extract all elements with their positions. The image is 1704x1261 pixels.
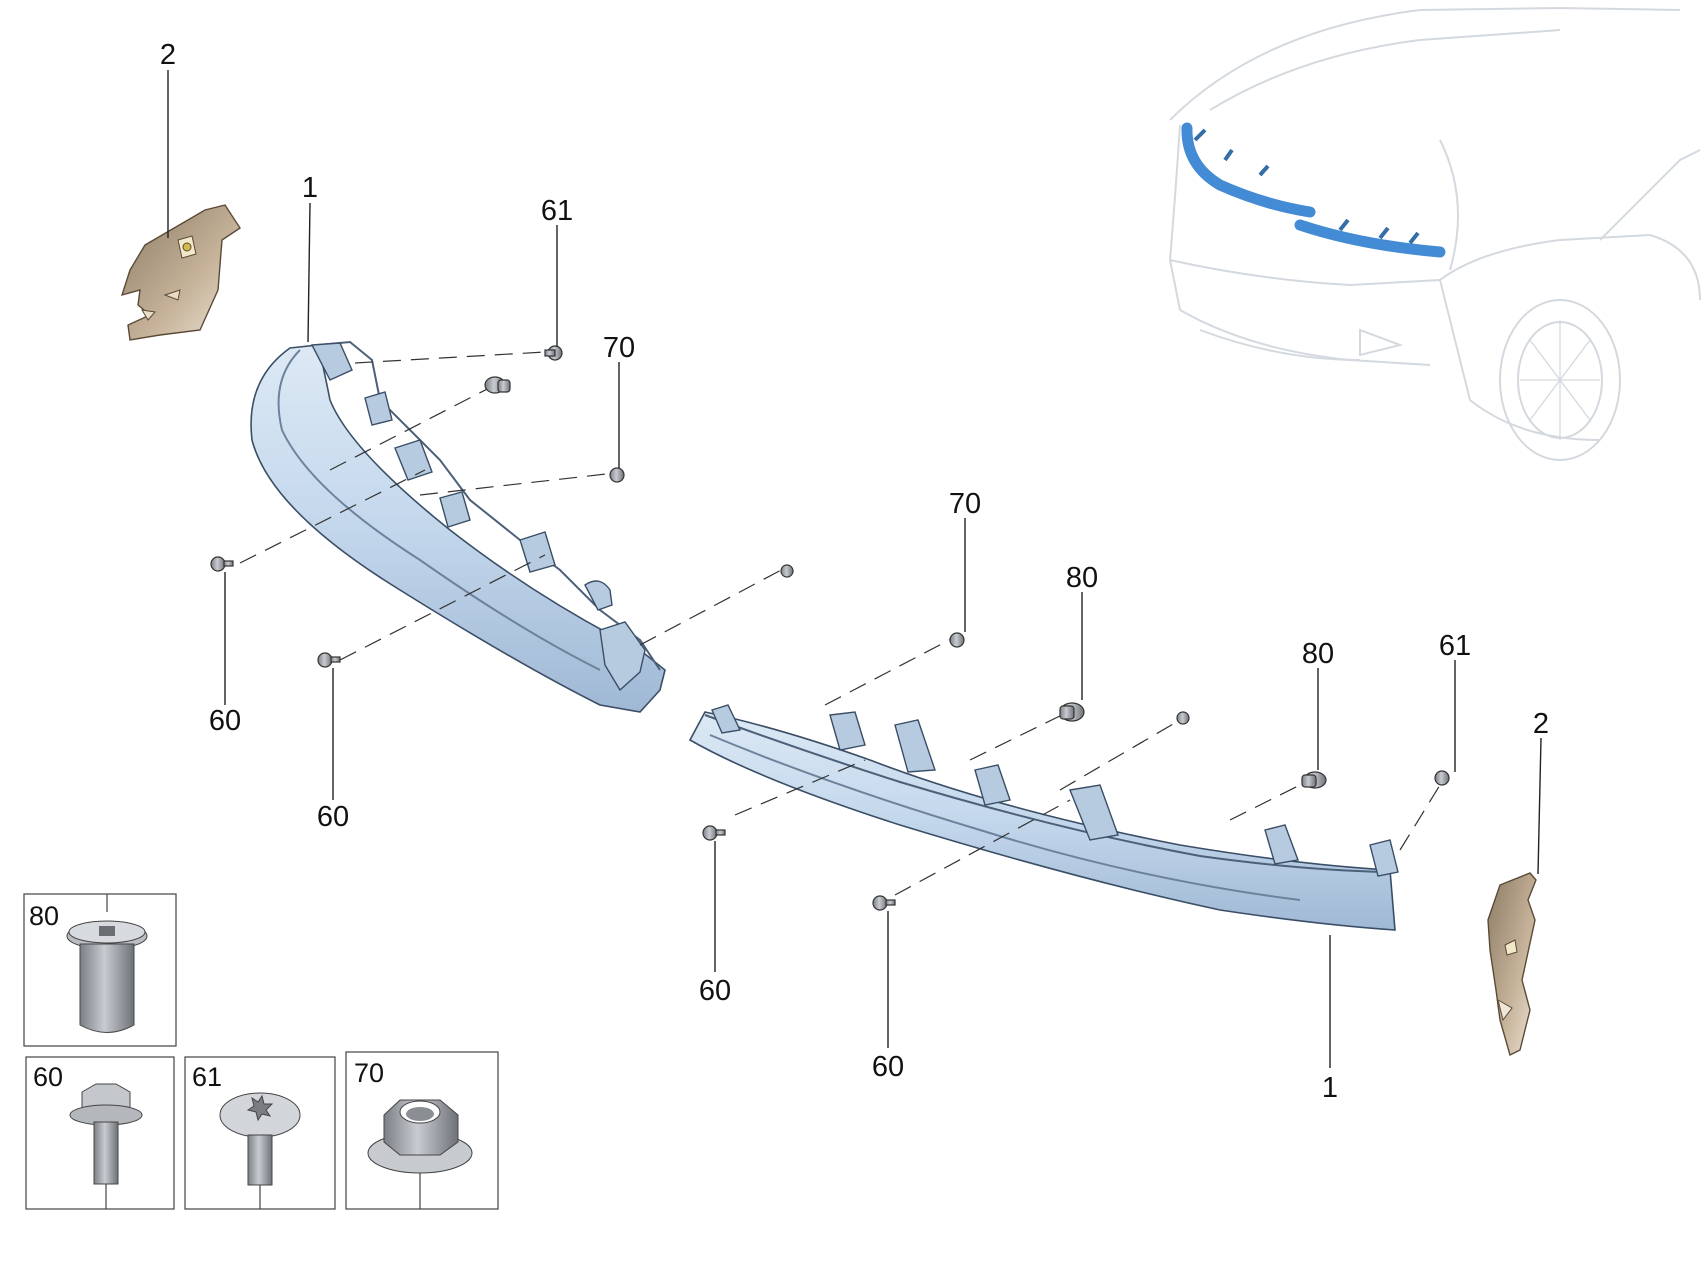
nut-80-left: [484, 376, 511, 394]
bolt-60-d: [872, 895, 896, 911]
callout-bracket-right: 2: [1533, 708, 1549, 740]
legend-box-61: 61: [184, 1056, 336, 1210]
nut-70-mid: [780, 564, 794, 578]
nut-80-a: [1059, 702, 1085, 722]
fastener-legend: 80 60 61: [23, 893, 499, 1210]
screw-61-right: [1434, 770, 1450, 786]
callout-screw61-top: 61: [541, 195, 573, 227]
callout-bolt60-c: 60: [699, 975, 731, 1007]
legend-label-61: 61: [192, 1062, 222, 1092]
legend-label-60: 60: [33, 1062, 63, 1092]
callout-nut70-right: 70: [949, 488, 981, 520]
bracket-right: [1487, 872, 1537, 1057]
car-rear-locator-icon: [1168, 6, 1701, 461]
legend-box-80: 80: [23, 893, 177, 1047]
callout-nut80-a: 80: [1066, 562, 1098, 594]
vehicle-locator: [1168, 6, 1701, 461]
light-cover-right: [688, 704, 1399, 931]
legend-box-70: 70: [345, 1051, 499, 1210]
nut-70-right: [949, 632, 965, 648]
rivet-nut-icon: [66, 920, 148, 1033]
callout-screw61-right: 61: [1439, 630, 1471, 662]
legend-label-70: 70: [354, 1058, 384, 1088]
bolt-60-c: [702, 825, 726, 841]
left-cover-clips: [310, 342, 646, 692]
bolt-60-a: [210, 556, 234, 572]
callout-nut80-b: 80: [1302, 638, 1334, 670]
light-cover-left: [250, 340, 666, 713]
callout-nut70-left: 70: [603, 332, 635, 364]
callout-cover-right: 1: [1322, 1072, 1338, 1104]
legend-box-60: 60: [25, 1056, 175, 1210]
callout-cover-left: 1: [302, 172, 318, 204]
flange-nut-icon: [367, 1099, 473, 1209]
legend-label-80: 80: [29, 901, 59, 931]
right-cover-clips: [711, 704, 1399, 877]
fasteners: [210, 345, 1450, 911]
bolt-60-b: [317, 652, 341, 668]
nut-80-b: [1301, 771, 1327, 789]
callout-bracket-left: 2: [160, 39, 176, 71]
torx-pan-screw-icon: [219, 1092, 301, 1209]
assembly-lines: [239, 351, 1441, 896]
callout-bolt60-a: 60: [209, 705, 241, 737]
screw-61-mid: [1176, 711, 1190, 725]
bracket-left: [120, 204, 241, 341]
callout-bolt60-d: 60: [872, 1051, 904, 1083]
screw-61-top: [544, 345, 563, 361]
callout-labels: 2 1 61 70 60 60 70 80 80 61 2 60 60 1: [160, 39, 1549, 1104]
vehicle-light-strip-highlight: [1181, 122, 1446, 258]
hex-flange-bolt-icon: [69, 1083, 143, 1209]
leader-lines: [167, 70, 1542, 1068]
nut-70-left: [609, 467, 625, 483]
callout-bolt60-b: 60: [317, 801, 349, 833]
